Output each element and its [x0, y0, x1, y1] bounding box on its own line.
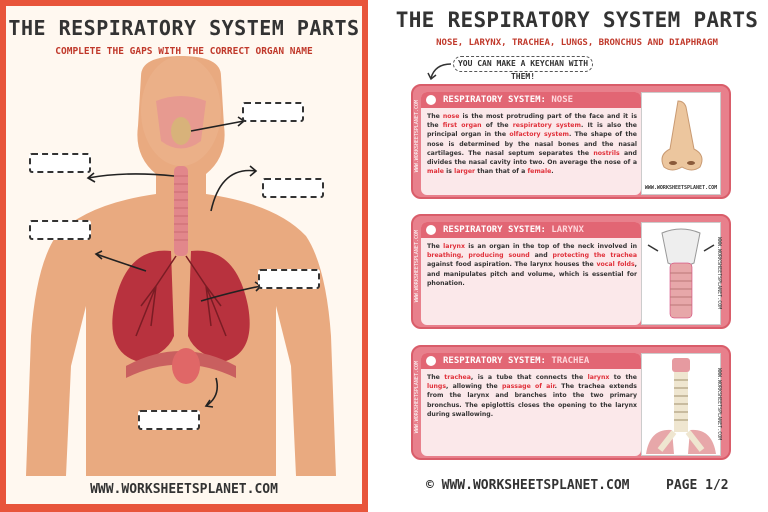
card-side-url: WWW.WORKSHEETSPLANET.COM	[414, 361, 420, 434]
card-trachea: WWW.WORKSHEETSPLANET.COM RESPIRATORY SYS…	[411, 345, 731, 460]
card-description: The larynx is an organ in the top of the…	[427, 243, 637, 287]
card-side-url: WWW.WORKSHEETSPLANET.COM	[414, 100, 420, 173]
answer-box-lungs[interactable]	[258, 269, 320, 289]
card-body	[421, 222, 641, 325]
curved-arrow-icon	[427, 63, 452, 81]
card-body	[421, 353, 641, 456]
card-header-name: LARYNX	[551, 225, 584, 235]
cards-title: THE RESPIRATORY SYSTEM PARTS	[395, 8, 759, 32]
card-hole-icon	[426, 356, 436, 366]
nose-image: WWW.WORKSHEETSPLANET.COM	[641, 92, 721, 195]
larynx-image: WWW.WORKSHEETSPLANET.COM	[641, 222, 722, 325]
answer-box-pharynx[interactable]	[262, 178, 324, 198]
card-header-name: TRACHEA	[551, 356, 590, 366]
card-description: The nose is the most protruding part of …	[427, 113, 638, 176]
card-image-url: WWW.WORKSHEETSPLANET.COM	[716, 237, 722, 310]
card-hole-icon	[426, 95, 436, 105]
trachea	[174, 166, 188, 256]
card-image-url: WWW.WORKSHEETSPLANET.COM	[644, 185, 718, 191]
card-header: RESPIRATORY SYSTEM: LARYNX	[421, 222, 641, 238]
worksheet-title: THE RESPIRATORY SYSTEM PARTS	[8, 16, 360, 40]
card-header-prefix: RESPIRATORY SYSTEM:	[443, 356, 546, 366]
card-hole-icon	[426, 225, 436, 235]
trachea-image: WWW.WORKSHEETSPLANET.COM	[641, 353, 722, 456]
worksheet-url: WWW.WORKSHEETSPLANET.COM	[90, 482, 278, 497]
answer-box-larynx[interactable]	[29, 153, 91, 173]
human-body-illustration	[26, 56, 336, 476]
left-lung	[112, 250, 174, 361]
worksheet-subtitle: COMPLETE THE GAPS WITH THE CORRECT ORGAN…	[55, 46, 313, 57]
cards-subtitle: NOSE, LARYNX, TRACHEA, LUNGS, BRONCHUS A…	[436, 38, 718, 48]
card-body	[421, 92, 641, 195]
card-description: The trachea, is a tube that connects the…	[427, 374, 638, 418]
card-image-url: WWW.WORKSHEETSPLANET.COM	[716, 368, 722, 441]
answer-box-diaphragm[interactable]	[138, 410, 200, 430]
trachea-icon	[646, 358, 716, 454]
card-side-url: WWW.WORKSHEETSPLANET.COM	[414, 230, 420, 303]
right-lung	[188, 250, 250, 361]
card-header: RESPIRATORY SYSTEM: TRACHEA	[421, 353, 641, 369]
page-number: PAGE 1/2	[666, 478, 729, 493]
card-header: RESPIRATORY SYSTEM: NOSE	[421, 92, 641, 108]
cards-footer-url: © WWW.WORKSHEETSPLANET.COM	[426, 478, 630, 493]
nose-icon	[661, 100, 703, 171]
card-header-name: NOSE	[551, 95, 574, 105]
worksheet-frame: THE RESPIRATORY SYSTEM PARTS COMPLETE TH…	[0, 0, 368, 512]
card-larynx: WWW.WORKSHEETSPLANET.COM RESPIRATORY SYS…	[411, 214, 731, 329]
card-nose: WWW.WORKSHEETSPLANET.COM RESPIRATORY SYS…	[411, 84, 731, 199]
worksheet-panel: THE RESPIRATORY SYSTEM PARTS COMPLETE TH…	[6, 6, 362, 504]
larynx-icon	[647, 228, 715, 319]
card-header-prefix: RESPIRATORY SYSTEM:	[443, 225, 546, 235]
answer-box-nose[interactable]	[242, 102, 304, 122]
keychain-note: YOU CAN MAKE A KEYCHAN WITH THEM!	[453, 56, 593, 81]
card-header-prefix: RESPIRATORY SYSTEM:	[443, 95, 546, 105]
nose-shape	[171, 117, 191, 145]
answer-box-trachea[interactable]	[29, 220, 91, 240]
